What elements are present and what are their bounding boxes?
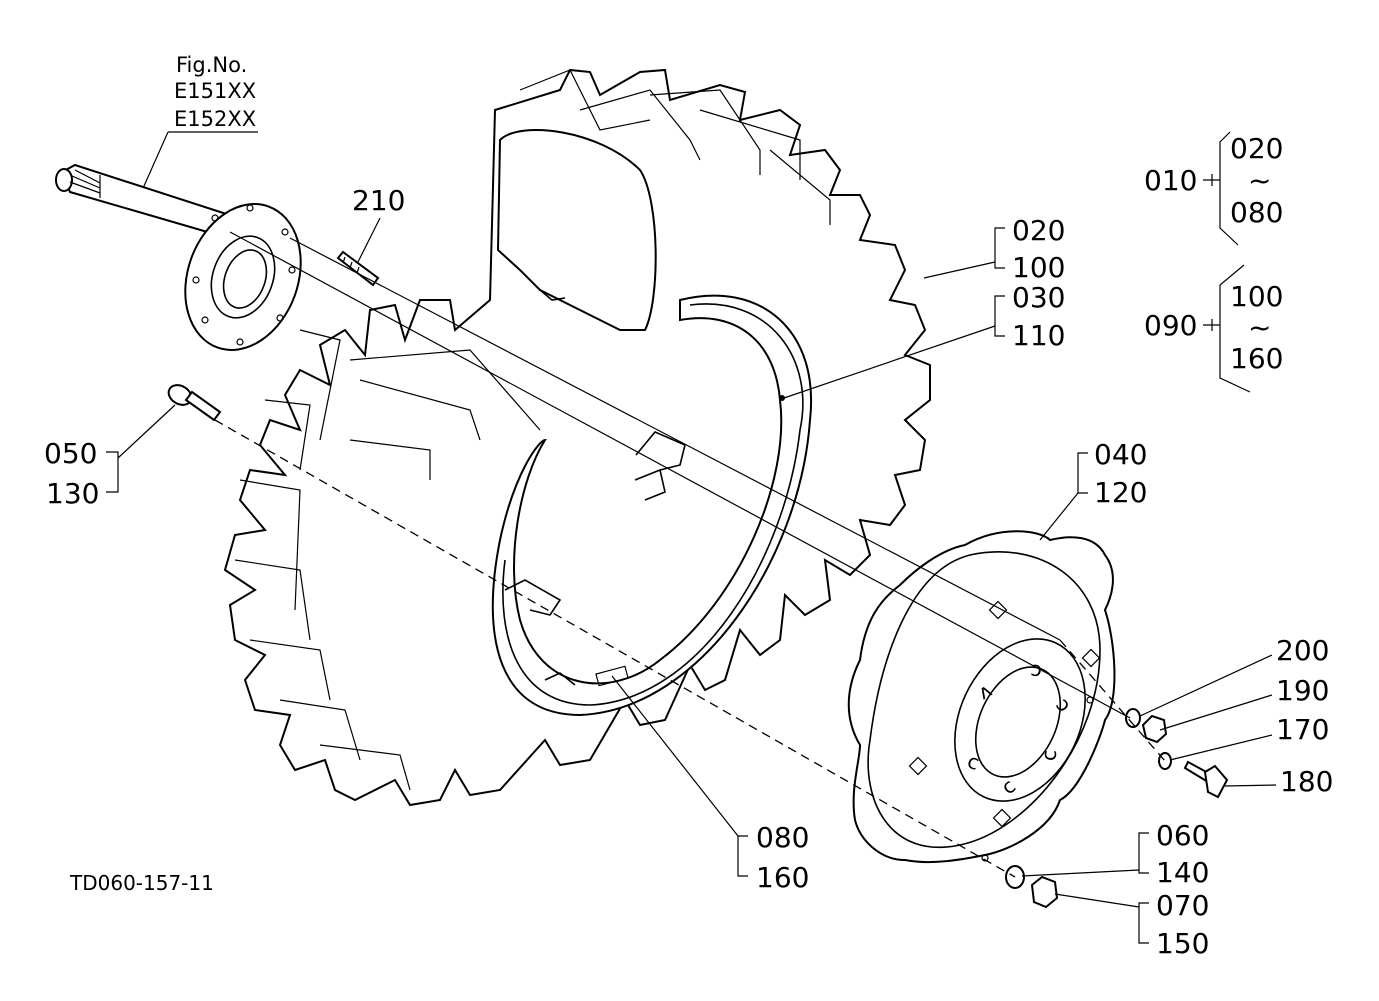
washer-200 — [1125, 708, 1141, 728]
callout-060: 060 — [1156, 819, 1209, 852]
legend-parent-010: 010 — [1144, 164, 1197, 197]
callout-110: 110 — [1012, 319, 1065, 352]
stud-210 — [336, 250, 380, 287]
wheel-disc: ʌ ɔ ɔ ɔ ɔ ɔ — [847, 530, 1116, 864]
legend-parent-090: 090 — [1144, 309, 1197, 342]
callouts: 210 020 100 030 110 050 130 040 120 200 … — [44, 184, 1333, 960]
callout-070: 070 — [1156, 889, 1209, 922]
legend-to-160: 160 — [1230, 342, 1283, 375]
callout-140: 140 — [1156, 856, 1209, 889]
legend-group-010: 010 020 ~ 080 — [1144, 131, 1283, 246]
nut-070 — [1030, 875, 1059, 909]
callout-170: 170 — [1276, 713, 1329, 746]
fig-code-1: E151XX — [174, 79, 256, 103]
callout-050: 050 — [44, 437, 97, 470]
tire — [223, 68, 931, 807]
fig-leader — [139, 131, 169, 196]
legend-tilde-1: ~ — [1248, 164, 1271, 197]
callout-210: 210 — [352, 184, 405, 217]
callout-080: 080 — [756, 821, 809, 854]
fig-no-label: Fig.No. — [176, 53, 247, 77]
drawing-id: TD060-157-11 — [69, 871, 214, 895]
hardware-parts — [167, 384, 1229, 909]
callout-130: 130 — [46, 477, 99, 510]
assembly-lines — [214, 231, 1166, 878]
legend-to-080: 080 — [1230, 196, 1283, 229]
legend-tilde-2: ~ — [1248, 311, 1271, 344]
legend-group-090: 090 100 ~ 160 — [1144, 264, 1283, 393]
callout-100: 100 — [1012, 251, 1065, 284]
callout-160: 160 — [756, 861, 809, 894]
nut-190 — [1141, 714, 1168, 744]
callout-030: 030 — [1012, 281, 1065, 314]
callout-120: 120 — [1094, 476, 1147, 509]
bolt-050 — [167, 384, 222, 422]
callout-150: 150 — [1156, 927, 1209, 960]
callout-020: 020 — [1012, 214, 1065, 247]
callout-200: 200 — [1276, 634, 1329, 667]
bolt-180 — [1183, 760, 1229, 799]
svg-text:ɔ: ɔ — [1029, 656, 1044, 682]
callout-040: 040 — [1094, 438, 1147, 471]
axle-flange — [184, 203, 302, 351]
svg-text:ɔ: ɔ — [1040, 750, 1064, 761]
wheel-rim — [491, 129, 813, 717]
callout-180: 180 — [1280, 765, 1333, 798]
figure-number-block: Fig.No. E151XX E152XX — [139, 53, 258, 196]
fig-code-2: E152XX — [174, 107, 256, 131]
legend-from-100: 100 — [1230, 280, 1283, 313]
legend-from-020: 020 — [1230, 132, 1283, 165]
callout-190: 190 — [1276, 674, 1329, 707]
